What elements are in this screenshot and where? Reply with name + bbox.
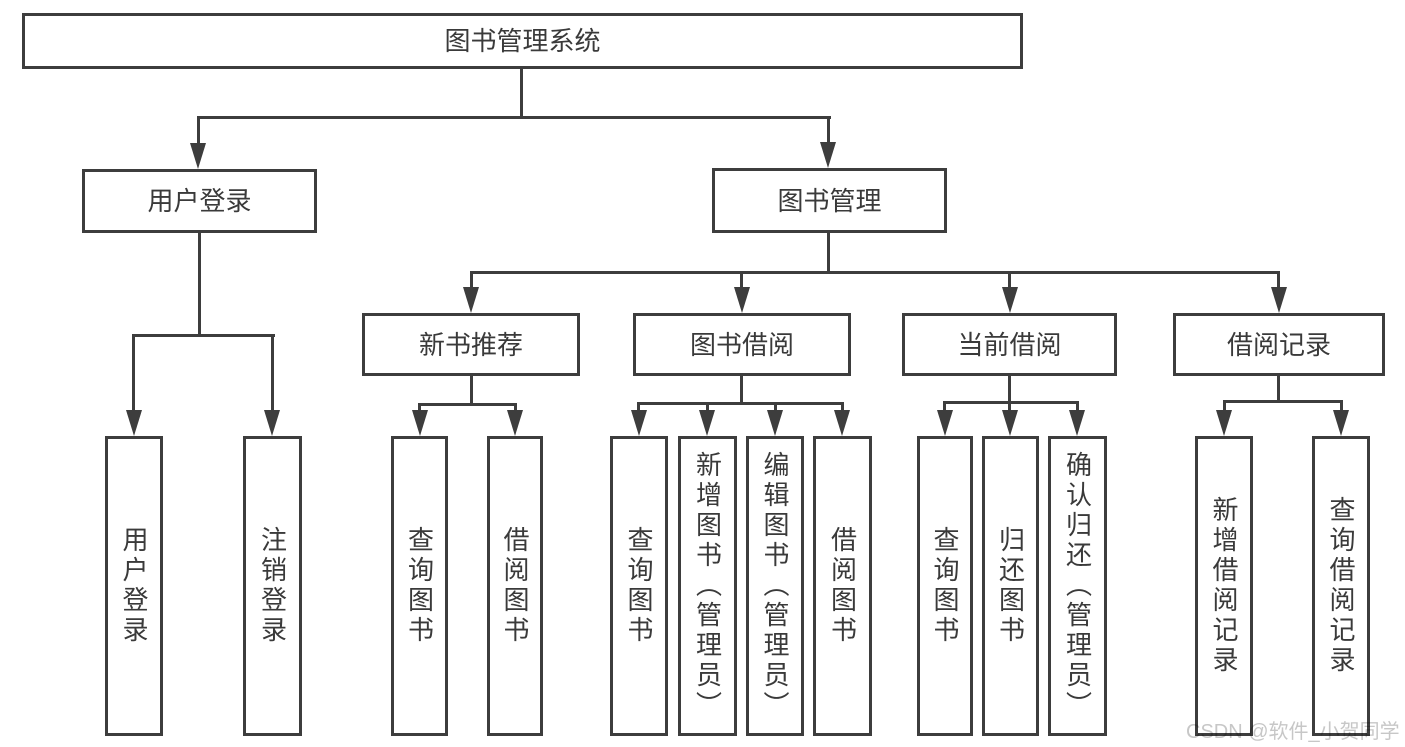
connector-line: [740, 376, 743, 405]
arrow-down-icon: [631, 410, 647, 436]
node-borrow-records: 借阅记录: [1173, 313, 1385, 376]
leaf-label: 查询借阅记录: [1326, 496, 1356, 676]
node-book-borrow: 图书借阅: [633, 313, 851, 376]
connector-line: [1008, 271, 1011, 289]
node-new-book-recommend-label: 新书推荐: [418, 329, 523, 360]
connector-line: [1277, 376, 1280, 403]
leaf-add-borrow-record: 新增借阅记录: [1195, 436, 1253, 736]
node-book-management-label: 图书管理: [777, 185, 882, 216]
arrow-down-icon: [126, 410, 142, 436]
arrow-down-icon: [1002, 410, 1018, 436]
connector-line: [827, 116, 830, 143]
leaf-user-login: 用户登录: [105, 436, 163, 736]
connector-line: [1008, 376, 1011, 404]
leaf-logout: 注销登录: [243, 436, 302, 736]
connector-line: [827, 233, 830, 273]
connector-line: [637, 402, 844, 405]
arrow-down-icon: [190, 143, 206, 169]
connector-line: [841, 402, 844, 412]
arrow-down-icon: [1216, 410, 1232, 436]
connector-line: [774, 402, 777, 412]
connector-line: [132, 334, 275, 337]
connector-line: [637, 402, 640, 412]
connector-line: [198, 233, 201, 337]
arrow-down-icon: [1069, 410, 1085, 436]
leaf-borrow-books-recommend: 借阅图书: [487, 436, 543, 736]
connector-line: [197, 116, 831, 119]
leaf-label: 查询图书: [404, 526, 435, 646]
connector-line: [197, 116, 200, 144]
leaf-borrow-books: 借阅图书: [813, 436, 872, 736]
leaf-add-book-admin: 新增图书（管理员）: [678, 436, 737, 736]
connector-line: [706, 402, 709, 412]
connector-line: [1223, 400, 1226, 412]
leaf-label: 查询图书: [930, 526, 960, 646]
leaf-label: 新增借阅记录: [1209, 496, 1239, 676]
connector-line: [1076, 401, 1079, 412]
connector-line: [418, 403, 517, 406]
leaf-label: 新增图书（管理员）: [692, 451, 723, 721]
arrow-down-icon: [734, 287, 750, 313]
leaf-label: 注销登录: [257, 526, 288, 646]
arrow-down-icon: [820, 142, 836, 168]
arrow-down-icon: [1271, 287, 1287, 313]
connector-line: [1340, 400, 1343, 412]
leaf-label: 查询图书: [624, 526, 654, 646]
arrow-down-icon: [1002, 287, 1018, 313]
arrow-down-icon: [507, 410, 523, 436]
connector-line: [1223, 400, 1343, 403]
connector-line: [271, 334, 274, 412]
csdn-watermark: CSDN @软件_小贺同学: [1186, 721, 1400, 743]
connector-line: [740, 271, 743, 289]
node-current-borrow-label: 当前借阅: [957, 329, 1062, 360]
connector-line: [470, 271, 473, 289]
node-user-login: 用户登录: [82, 169, 317, 233]
arrow-down-icon: [699, 410, 715, 436]
leaf-return-book: 归还图书: [982, 436, 1039, 736]
leaf-label: 编辑图书（管理员）: [760, 451, 790, 721]
leaf-label: 用户登录: [119, 526, 149, 646]
leaf-query-books-current: 查询图书: [917, 436, 973, 736]
leaf-query-books-recommend: 查询图书: [391, 436, 448, 736]
leaf-label: 借阅图书: [827, 526, 858, 646]
connector-line: [418, 403, 421, 412]
arrow-down-icon: [834, 410, 850, 436]
node-current-borrow: 当前借阅: [902, 313, 1117, 376]
leaf-confirm-return-admin: 确认归还（管理员）: [1048, 436, 1107, 736]
connector-line: [943, 401, 946, 412]
connector-line: [514, 403, 517, 412]
connector-line: [520, 69, 523, 117]
node-new-book-recommend: 新书推荐: [362, 313, 580, 376]
connector-line: [1008, 401, 1011, 412]
connector-line: [943, 401, 1079, 404]
arrow-down-icon: [412, 410, 428, 436]
node-borrow-records-label: 借阅记录: [1226, 329, 1331, 360]
arrow-down-icon: [767, 410, 783, 436]
node-book-management: 图书管理: [712, 168, 947, 233]
node-user-login-label: 用户登录: [147, 186, 252, 216]
leaf-label: 确认归还（管理员）: [1062, 451, 1093, 721]
connector-line: [470, 271, 1280, 274]
leaf-edit-book-admin: 编辑图书（管理员）: [746, 436, 804, 736]
arrow-down-icon: [1333, 410, 1349, 436]
node-book-borrow-label: 图书借阅: [689, 329, 794, 360]
leaf-query-borrow-record: 查询借阅记录: [1312, 436, 1370, 736]
node-root: 图书管理系统: [22, 13, 1023, 69]
connector-line: [132, 334, 135, 412]
connector-line: [1277, 271, 1280, 289]
leaf-label: 归还图书: [995, 526, 1026, 646]
connector-line: [470, 376, 473, 406]
leaf-label: 借阅图书: [500, 526, 530, 646]
leaf-query-books-borrow: 查询图书: [610, 436, 668, 736]
arrow-down-icon: [264, 410, 280, 436]
arrow-down-icon: [463, 287, 479, 313]
node-root-label: 图书管理系统: [444, 26, 601, 56]
arrow-down-icon: [937, 410, 953, 436]
